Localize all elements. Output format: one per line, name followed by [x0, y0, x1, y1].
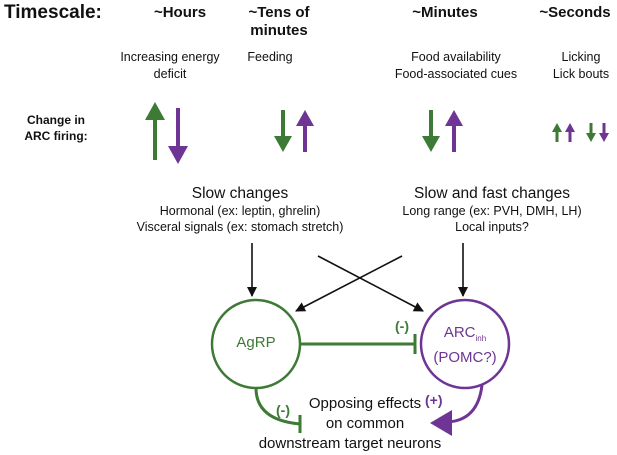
arc-label-line1: ARCinh — [420, 323, 510, 348]
slow-and-fast-changes-group: Slow and fast changes Long range (ex: PV… — [382, 184, 602, 235]
hours-desc-line2: deficit — [153, 67, 187, 81]
seconds-desc-line1: Licking — [561, 50, 601, 64]
timescale-tens-of-minutes-heading: ~Tens of minutes — [236, 4, 322, 40]
minutes-up-arrow — [445, 110, 463, 152]
tens-of-heading-line1: ~Tens of — [248, 4, 310, 21]
minutes-desc-line2: Food-associated cues — [394, 67, 518, 81]
slow-and-fast-line2: Local inputs? — [455, 220, 529, 234]
slow-and-fast-line1: Long range (ex: PVH, DMH, LH) — [402, 204, 582, 218]
slow-changes-line1: Hormonal (ex: leptin, ghrelin) — [159, 204, 321, 218]
arc-label-main: ARC — [443, 324, 476, 341]
slow-changes-line2: Visceral signals (ex: stomach stretch) — [136, 220, 344, 234]
arc-label-subscript: inh — [475, 334, 487, 343]
slow-changes-title: Slow changes — [191, 185, 289, 202]
slow-to-arc-cross-arrow — [317, 255, 424, 312]
fast-to-agrp-cross-arrow — [295, 255, 403, 312]
timescale-minutes-heading: ~Minutes — [412, 4, 478, 21]
seconds-green-up-arrow — [552, 123, 562, 142]
timescale-hours-heading: ~Hours — [153, 4, 207, 21]
timescale-label: Timescale: — [4, 2, 102, 23]
agrp-target-inhibition-label: (-) — [276, 402, 290, 418]
slow-changes-group: Slow changes Hormonal (ex: leptin, ghrel… — [100, 184, 380, 235]
hours-description: Increasing energy deficit — [110, 49, 230, 83]
target-line1: Opposing effects — [308, 395, 422, 412]
arc-inh-label: ARCinh (POMC?) — [420, 323, 510, 367]
slow-and-fast-title: Slow and fast changes — [414, 185, 570, 202]
arc-to-target-arrowhead — [430, 410, 452, 436]
arc-inh-node — [419, 298, 511, 390]
seconds-description: Licking Lick bouts — [545, 49, 617, 83]
agrp-label: AgRP — [236, 334, 276, 351]
arc-label-line2: (POMC?) — [433, 349, 497, 366]
target-line2: on common — [325, 415, 405, 432]
change-label-line2: ARC firing: — [24, 129, 88, 143]
hours-desc-line1: Increasing energy — [120, 50, 220, 64]
minutes-down-arrow — [422, 110, 440, 152]
target-line3: downstream target neurons — [258, 435, 442, 452]
seconds-purple-down-arrow — [599, 123, 609, 142]
seconds-green-down-arrow — [586, 123, 596, 142]
tens-down-arrow — [274, 110, 292, 152]
tens-desc-line1: Feeding — [247, 50, 293, 64]
tens-of-heading-line2: minutes — [250, 22, 308, 39]
change-label-line1: Change in — [26, 113, 85, 127]
arc-to-target-excitation-curve — [447, 384, 484, 424]
arc-target-excitation-label: (+) — [425, 392, 443, 408]
minutes-desc-line1: Food availability — [411, 50, 501, 64]
minutes-description: Food availability Food-associated cues — [385, 49, 527, 83]
downstream-target-text-line3: downstream target neurons — [230, 434, 470, 454]
timescale-seconds-heading: ~Seconds — [539, 4, 611, 21]
tens-of-minutes-description: Feeding — [240, 49, 300, 66]
hours-up-arrow — [145, 102, 165, 160]
agrp-to-target-inhibition-curve — [254, 387, 301, 426]
seconds-desc-line2: Lick bouts — [552, 67, 610, 81]
downstream-target-text: Opposing effects on common — [270, 394, 460, 434]
seconds-purple-up-arrow — [565, 123, 575, 142]
hours-down-arrow — [168, 108, 188, 164]
agrp-arc-inhibition-label: (-) — [395, 318, 409, 334]
tens-up-arrow — [296, 110, 314, 152]
change-in-arc-firing-label: Change in ARC firing: — [8, 112, 104, 144]
